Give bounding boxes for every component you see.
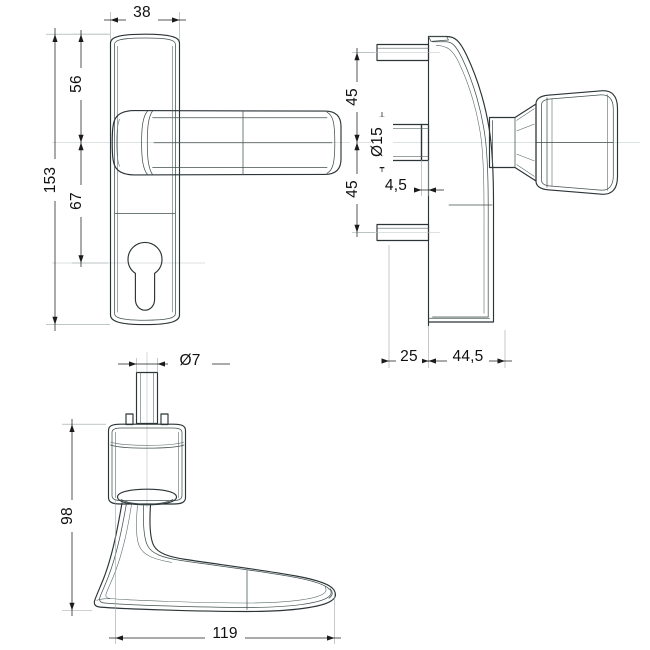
dim-spindle-axis-lower: 45 xyxy=(344,180,361,198)
lever-hub xyxy=(107,423,187,506)
dim-fixing-screw-diameter: Ø7 xyxy=(179,352,200,369)
dim-lever-length: 119 xyxy=(212,625,237,642)
dim-spindle-axis-upper: 45 xyxy=(344,88,361,106)
side-view-dimensions: 45 45 Ø15 4,5 25 xyxy=(344,48,512,368)
top-view-dimensions: Ø7 98 119 xyxy=(59,351,341,644)
front-view xyxy=(52,33,350,326)
plate-curved-profile xyxy=(427,35,495,323)
dim-plate-thickness: 25 xyxy=(400,348,418,365)
dim-lever-axis-from-top: 56 xyxy=(68,75,85,93)
dim-keyhole-from-lever-axis: 67 xyxy=(68,192,85,210)
lever-end-on xyxy=(488,90,619,195)
dim-spindle-diameter: Ø15 xyxy=(369,127,386,157)
backplate-outline xyxy=(109,33,181,326)
dim-spindle-flat: 4,5 xyxy=(385,177,407,194)
front-view-dimensions: 38 153 56 67 xyxy=(42,4,186,331)
lever-bar xyxy=(93,502,337,613)
keyhole-cutout xyxy=(127,241,163,311)
top-view xyxy=(93,352,337,613)
dim-lever-projection: 44,5 xyxy=(453,348,484,365)
dim-lever-height: 98 xyxy=(59,507,76,525)
dim-plate-width: 38 xyxy=(133,4,151,21)
lever-arm-front xyxy=(111,110,342,176)
dim-plate-height: 153 xyxy=(42,167,59,193)
spindle-pin xyxy=(135,371,159,425)
